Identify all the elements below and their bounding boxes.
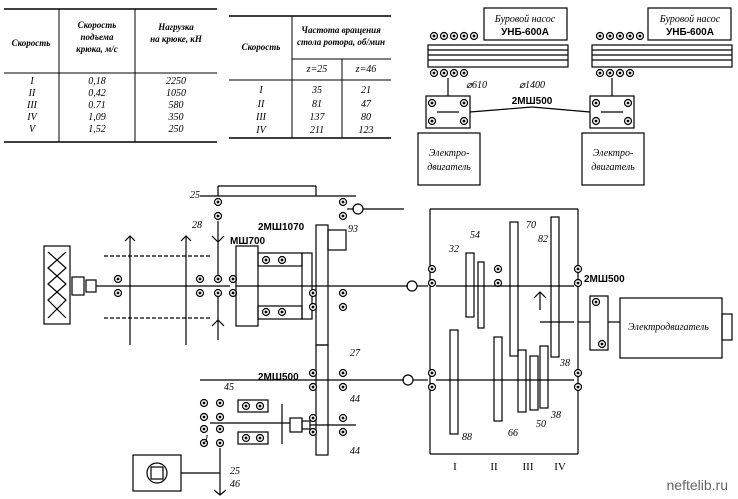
svg-text:32: 32 bbox=[448, 244, 459, 255]
svg-text:крюка, м/с: крюка, м/с bbox=[76, 44, 118, 54]
svg-text:47: 47 bbox=[361, 99, 372, 110]
svg-text:50: 50 bbox=[536, 419, 546, 430]
svg-text:подъема: подъема bbox=[81, 32, 114, 42]
pump-drive-left bbox=[417, 7, 569, 186]
svg-text:54: 54 bbox=[470, 230, 480, 241]
table1-header-speed: Скорость bbox=[12, 38, 51, 48]
speed-hook-table bbox=[4, 8, 217, 143]
svg-text:82: 82 bbox=[538, 234, 548, 245]
svg-text:21: 21 bbox=[361, 85, 371, 96]
motor-right-label-2: двигатель bbox=[591, 162, 635, 173]
pump-right-label-1: Буровой насос bbox=[659, 14, 721, 25]
svg-text:66: 66 bbox=[508, 428, 518, 439]
svg-text:350: 350 bbox=[168, 112, 184, 123]
svg-text:250: 250 bbox=[169, 124, 184, 135]
svg-text:44: 44 bbox=[350, 446, 360, 457]
svg-text:Частота вращения: Частота вращения bbox=[301, 25, 381, 35]
svg-text:II: II bbox=[490, 461, 498, 473]
svg-text:123: 123 bbox=[359, 125, 374, 136]
svg-text:Нагрузка: Нагрузка bbox=[157, 22, 194, 32]
rotor-speed-table bbox=[229, 15, 391, 139]
svg-text:I: I bbox=[29, 76, 34, 87]
svg-text:44: 44 bbox=[350, 394, 360, 405]
gearbox bbox=[429, 208, 733, 455]
drawworks-labels: 25 28 2МШ1070 МШ700 93 27 44 44 45 2МШ50… bbox=[190, 190, 361, 490]
svg-text:211: 211 bbox=[310, 125, 324, 136]
motor-left-label-2: двигатель bbox=[427, 162, 471, 173]
svg-text:0.71: 0.71 bbox=[88, 100, 106, 111]
svg-text:Скорость: Скорость bbox=[78, 20, 117, 30]
svg-text:I: I bbox=[258, 85, 263, 96]
svg-text:93: 93 bbox=[348, 224, 358, 235]
pulley-small-diameter: ⌀610 bbox=[466, 80, 487, 91]
table2-header-rotor: Частота вращения стола ротора, об/мин bbox=[297, 25, 385, 47]
svg-text:V: V bbox=[29, 124, 37, 135]
svg-text:35: 35 bbox=[311, 85, 322, 96]
svg-text:I: I bbox=[453, 461, 457, 473]
pump-coupling-label: 2МШ500 bbox=[512, 96, 553, 107]
pulley-large-diameter: ⌀1400 bbox=[519, 80, 545, 91]
svg-text:IV: IV bbox=[26, 112, 38, 123]
svg-text:на крюке, кН: на крюке, кН bbox=[150, 34, 203, 44]
svg-text:0,42: 0,42 bbox=[88, 88, 106, 99]
table2-header-speed: Скорость bbox=[242, 42, 281, 52]
table2-sub-z25: z=25 bbox=[306, 64, 328, 75]
table2-sub-z46: z=46 bbox=[355, 64, 377, 75]
svg-text:1,52: 1,52 bbox=[88, 124, 106, 135]
pump-left-label-2: УНБ-600А bbox=[501, 27, 549, 38]
svg-text:27: 27 bbox=[350, 348, 361, 359]
table1-rows: I 0,18 2250 II 0,42 1050 III 0.71 580 IV… bbox=[26, 76, 186, 135]
watermark: neftelib.ru bbox=[667, 477, 728, 493]
svg-text:МШ700: МШ700 bbox=[230, 236, 266, 247]
svg-text:81: 81 bbox=[312, 99, 322, 110]
drawworks bbox=[43, 185, 428, 496]
svg-text:25: 25 bbox=[230, 466, 240, 477]
table1-header-hook-load: Нагрузка на крюке, кН bbox=[150, 22, 203, 44]
svg-text:стола ротора, об/мин: стола ротора, об/мин bbox=[297, 37, 385, 47]
svg-text:28: 28 bbox=[192, 220, 202, 231]
svg-text:IV: IV bbox=[255, 125, 267, 136]
svg-text:38: 38 bbox=[559, 358, 570, 369]
motor-left-label-1: Электро- bbox=[429, 148, 470, 159]
table1-header-hook-speed: Скорость подъема крюка, м/с bbox=[76, 20, 118, 54]
gearbox-shaft-labels: I II III IV bbox=[453, 461, 566, 473]
svg-text:IV: IV bbox=[554, 461, 566, 473]
svg-text:0,18: 0,18 bbox=[88, 76, 106, 87]
svg-text:580: 580 bbox=[169, 100, 184, 111]
svg-text:2МШ500: 2МШ500 bbox=[584, 274, 625, 285]
svg-text:1050: 1050 bbox=[166, 88, 186, 99]
svg-text:III: III bbox=[523, 461, 534, 473]
pump-right-label-2: УНБ-600А bbox=[666, 27, 714, 38]
svg-text:25: 25 bbox=[190, 190, 200, 201]
pump-drive-right bbox=[469, 7, 733, 186]
table2-rows: I 35 21 II 81 47 III 137 80 IV 211 123 bbox=[255, 85, 374, 136]
svg-text:46: 46 bbox=[230, 479, 240, 490]
gearbox-labels: 54 32 70 82 2МШ500 Электродвигатель 38 3… bbox=[448, 220, 709, 443]
svg-text:1: 1 bbox=[204, 434, 209, 445]
svg-text:2МШ500: 2МШ500 bbox=[258, 372, 299, 383]
svg-text:II: II bbox=[257, 99, 265, 110]
svg-text:III: III bbox=[255, 112, 267, 123]
svg-text:2МШ1070: 2МШ1070 bbox=[258, 222, 305, 233]
svg-text:1,09: 1,09 bbox=[88, 112, 106, 123]
svg-text:2250: 2250 bbox=[166, 76, 186, 87]
svg-text:III: III bbox=[26, 100, 38, 111]
svg-text:38: 38 bbox=[550, 410, 561, 421]
svg-text:137: 137 bbox=[310, 112, 326, 123]
motor-right-label-1: Электро- bbox=[593, 148, 634, 159]
svg-text:45: 45 bbox=[224, 382, 234, 393]
svg-text:80: 80 bbox=[361, 112, 371, 123]
svg-text:Электродвигатель: Электродвигатель bbox=[628, 322, 709, 333]
svg-text:II: II bbox=[28, 88, 36, 99]
svg-text:70: 70 bbox=[526, 220, 536, 231]
svg-text:88: 88 bbox=[462, 432, 472, 443]
pump-left-label-1: Буровой насос bbox=[494, 14, 556, 25]
